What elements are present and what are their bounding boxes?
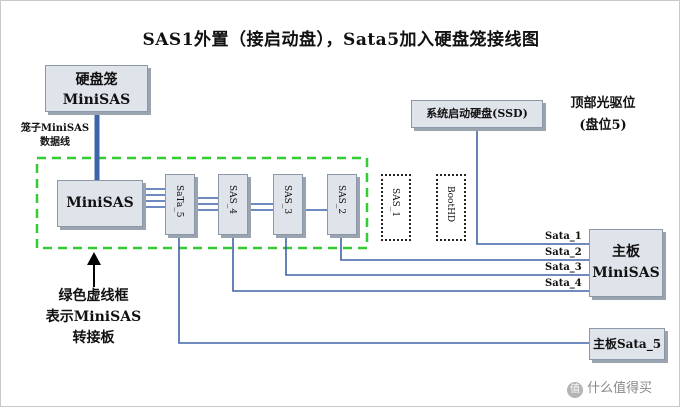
cage-minisas-label: MiniSAS bbox=[62, 92, 131, 108]
port-sas3-label: SAS_3 bbox=[282, 185, 292, 215]
wire-sata5 bbox=[178, 233, 589, 344]
board-sata5-box: 主板Sata_5 bbox=[589, 328, 665, 360]
board-minisas-box: 主板 MiniSAS bbox=[589, 229, 663, 297]
optical-bay-line2: (盘位5) bbox=[579, 118, 627, 133]
diagram-title: SAS1外置（接启动盘），Sata5加入硬盘笼接线图 bbox=[142, 30, 540, 50]
cage-minisas-box: 硬盘笼 MiniSAS bbox=[45, 65, 148, 112]
adapter-note-line3: 转接板 bbox=[72, 330, 115, 346]
sata1-label: Sata_1 bbox=[545, 231, 582, 242]
cage-label: 硬盘笼 bbox=[75, 72, 118, 88]
sata4-label: Sata_4 bbox=[545, 278, 582, 289]
cable-label-line1: 笼子MiniSAS bbox=[20, 123, 90, 134]
cable-label-line2: 数据线 bbox=[40, 137, 70, 148]
adapter-minisas-label: MiniSAS bbox=[66, 195, 134, 211]
board-label: 主板 bbox=[612, 244, 640, 260]
port-sata5-box: SaTa_5 bbox=[165, 174, 195, 235]
port-sas4-label: SAS_4 bbox=[227, 185, 237, 215]
adapter-minisas-box: MiniSAS bbox=[57, 180, 143, 227]
optical-bay-label: 顶部光驱位 (盘位5) bbox=[553, 93, 653, 137]
ssd-label: 系统启动硬盘(SSD) bbox=[426, 107, 528, 120]
adapter-dashed-frame bbox=[35, 156, 369, 250]
port-sas1-label: SAS_1 bbox=[390, 188, 400, 218]
wire-sata2 bbox=[340, 233, 589, 261]
ssd-box: 系统启动硬盘(SSD) bbox=[411, 100, 543, 128]
lane-bundle bbox=[141, 188, 327, 211]
cable-label: 笼子MiniSAS 数据线 bbox=[15, 122, 95, 150]
note-arrow-head bbox=[87, 252, 101, 265]
wire-sata3 bbox=[285, 233, 589, 276]
adapter-note-line1: 绿色虚线框 bbox=[58, 288, 129, 304]
sata3-label: Sata_3 bbox=[545, 262, 582, 273]
port-sas2-box: SAS_2 bbox=[327, 174, 357, 235]
watermark-icon: 值 bbox=[567, 382, 583, 398]
watermark-text: 什么值得买 bbox=[587, 381, 653, 396]
port-boothd-label: BootHD bbox=[445, 186, 455, 223]
port-sas1-dotted: SAS_1 bbox=[381, 174, 411, 241]
watermark: 值 什么值得买 bbox=[567, 377, 652, 398]
port-sas3-box: SAS_3 bbox=[273, 174, 303, 235]
port-boothd-dotted: BootHD bbox=[436, 174, 466, 241]
board-sata5-label: 主板Sata_5 bbox=[592, 337, 662, 351]
port-sas4-box: SAS_4 bbox=[218, 174, 248, 235]
optical-bay-line1: 顶部光驱位 bbox=[570, 96, 636, 111]
wire-sata4 bbox=[232, 233, 589, 292]
adapter-note: 绿色虚线框 表示MiniSAS 转接板 bbox=[31, 286, 156, 349]
adapter-note-line2: 表示MiniSAS bbox=[45, 309, 142, 325]
sata2-label: Sata_2 bbox=[545, 247, 582, 258]
board-minisas-label: MiniSAS bbox=[592, 265, 660, 281]
port-sata5-label: SaTa_5 bbox=[174, 185, 184, 218]
wire-sata1 bbox=[476, 127, 589, 245]
port-sas2-label: SAS_2 bbox=[336, 185, 346, 215]
